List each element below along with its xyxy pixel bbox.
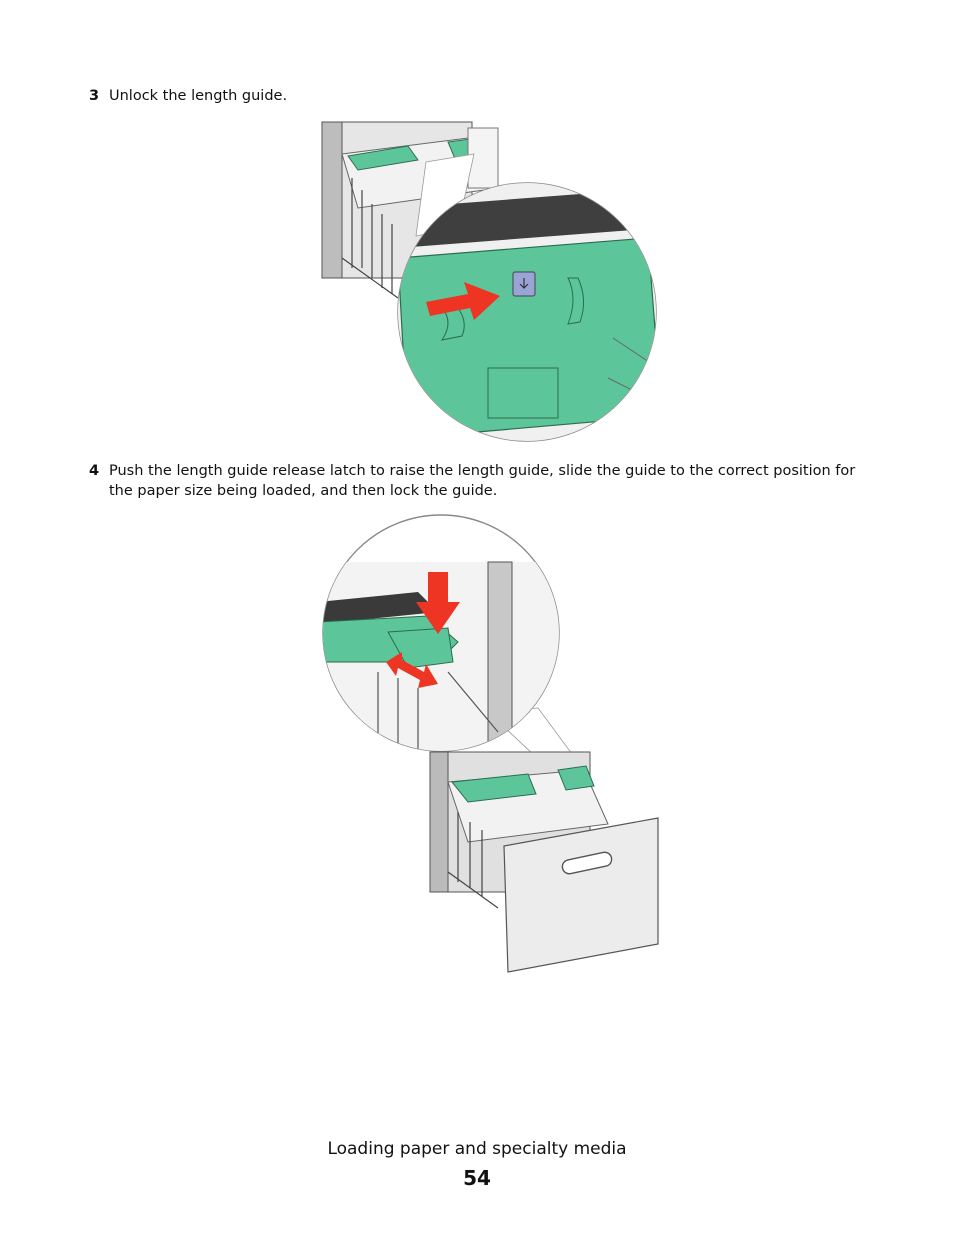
unlock-length-guide-illustration bbox=[321, 121, 657, 442]
step-text: Push the length guide release latch to r… bbox=[109, 463, 856, 499]
step-text: Unlock the length guide. bbox=[109, 88, 288, 104]
page-number: 54 bbox=[463, 1166, 491, 1190]
step-number: 4 bbox=[89, 463, 100, 479]
section-title: Loading paper and specialty media bbox=[327, 1139, 627, 1159]
slide-length-guide-illustration bbox=[322, 514, 659, 973]
step-number: 3 bbox=[89, 88, 100, 104]
